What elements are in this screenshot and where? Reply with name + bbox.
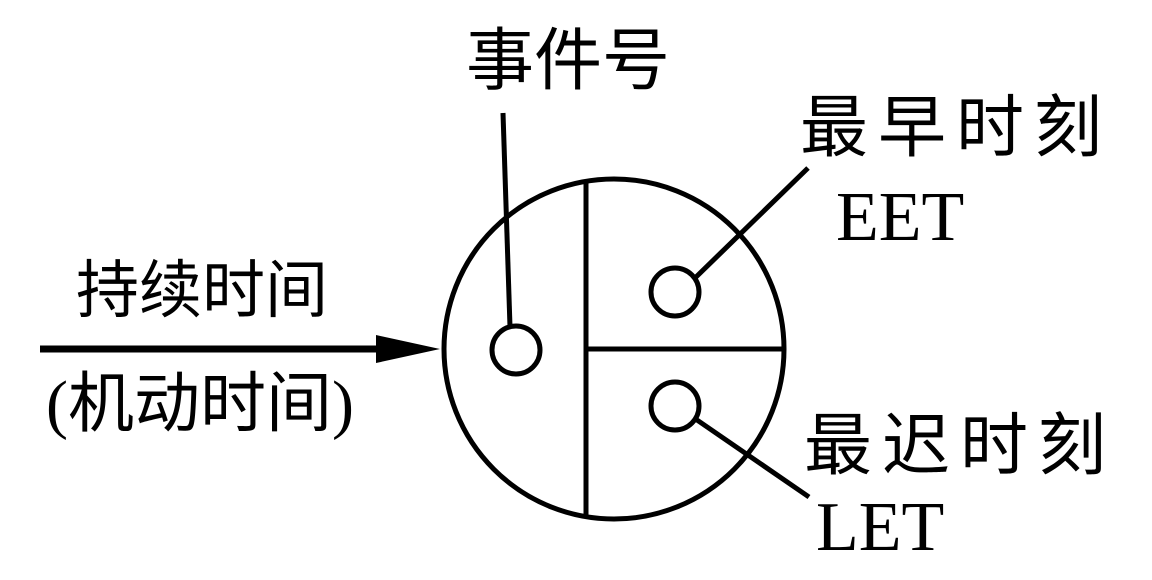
eet-label-cn: 最早时刻 [800, 90, 1113, 166]
eet-label-abbr: EET [836, 179, 965, 256]
duration-label: 持续时间 [76, 256, 328, 326]
eet-leader-line [693, 166, 810, 280]
event-number-dot [489, 323, 543, 377]
activity-arrowhead-icon [376, 335, 440, 363]
let-dot [648, 379, 702, 433]
eet-dot [648, 265, 702, 319]
let-leader-line [695, 417, 811, 500]
event-number-leader-line [500, 112, 513, 328]
let-label-abbr: LET [816, 489, 945, 566]
event-number-label: 事件号 [466, 23, 671, 99]
slack-label: (机动时间) [46, 368, 354, 441]
let-label-cn: 最迟时刻 [804, 408, 1117, 484]
